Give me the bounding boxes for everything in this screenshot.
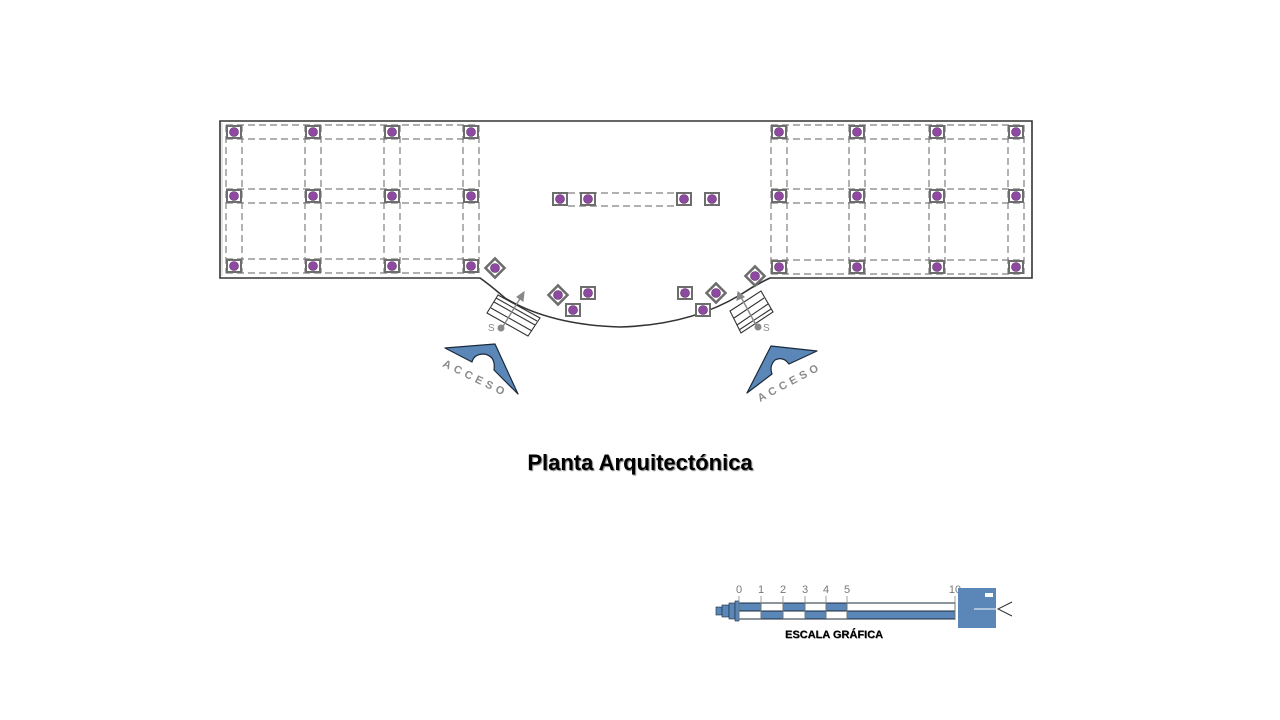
right-wing-beam-grid [770,124,1025,275]
column [383,258,401,274]
column [694,302,712,318]
scale-tick-label: 5 [844,584,850,596]
stair-left [486,290,541,337]
column [383,124,401,140]
left-wing-beam-grid [225,124,480,274]
column [462,188,480,204]
scale-cell [738,602,762,612]
scale-tick-label: 0 [736,584,742,596]
scale-cell [804,602,827,612]
column [770,124,788,140]
page-title: Planta Arquitectónica [527,450,753,475]
column [703,191,721,207]
column [676,285,694,301]
scale-tick-label: 4 [823,584,829,596]
column [564,302,582,318]
column [225,188,243,204]
scale-tick-label: 1 [758,584,764,596]
column [579,285,597,301]
column [483,256,507,280]
column [383,188,401,204]
column [848,188,866,204]
column [225,124,243,140]
scale-cell [825,602,848,612]
column [704,281,728,305]
stair-left-label: S [488,323,495,334]
scale-cell [738,610,762,620]
access-marker-right: ACCESO [746,345,824,405]
scale-cell [846,610,956,620]
column [546,283,570,307]
scale-bar-label: ESCALA GRÁFICA [785,629,883,641]
column [462,258,480,274]
access-marker-left: ACCESO [441,343,519,400]
column [462,124,480,140]
column [928,188,946,204]
column [770,259,788,275]
stair-right-label: S [763,323,770,334]
column [848,124,866,140]
stair-right [729,290,774,334]
column [770,188,788,204]
column [743,264,767,288]
column [304,124,322,140]
column [1007,124,1025,140]
scale-tick-label: 3 [802,584,808,596]
scale-cell [804,610,827,620]
left-wing-columns [225,124,480,274]
scale-cell [760,610,784,620]
scale-tick-label: 2 [780,584,786,596]
column [928,124,946,140]
scale-cell [782,602,806,612]
column [551,191,569,207]
column [848,259,866,275]
scale-cell [825,610,848,620]
right-wing-columns [770,124,1025,275]
column [579,191,597,207]
center-columns [551,191,721,207]
scale-cell [760,602,784,612]
column [1007,188,1025,204]
scale-cell [782,610,806,620]
column [675,191,693,207]
building-outline [219,120,1033,328]
column [304,258,322,274]
column [304,188,322,204]
column [225,258,243,274]
column [1007,259,1025,275]
scale-cell [846,602,956,612]
column [928,259,946,275]
